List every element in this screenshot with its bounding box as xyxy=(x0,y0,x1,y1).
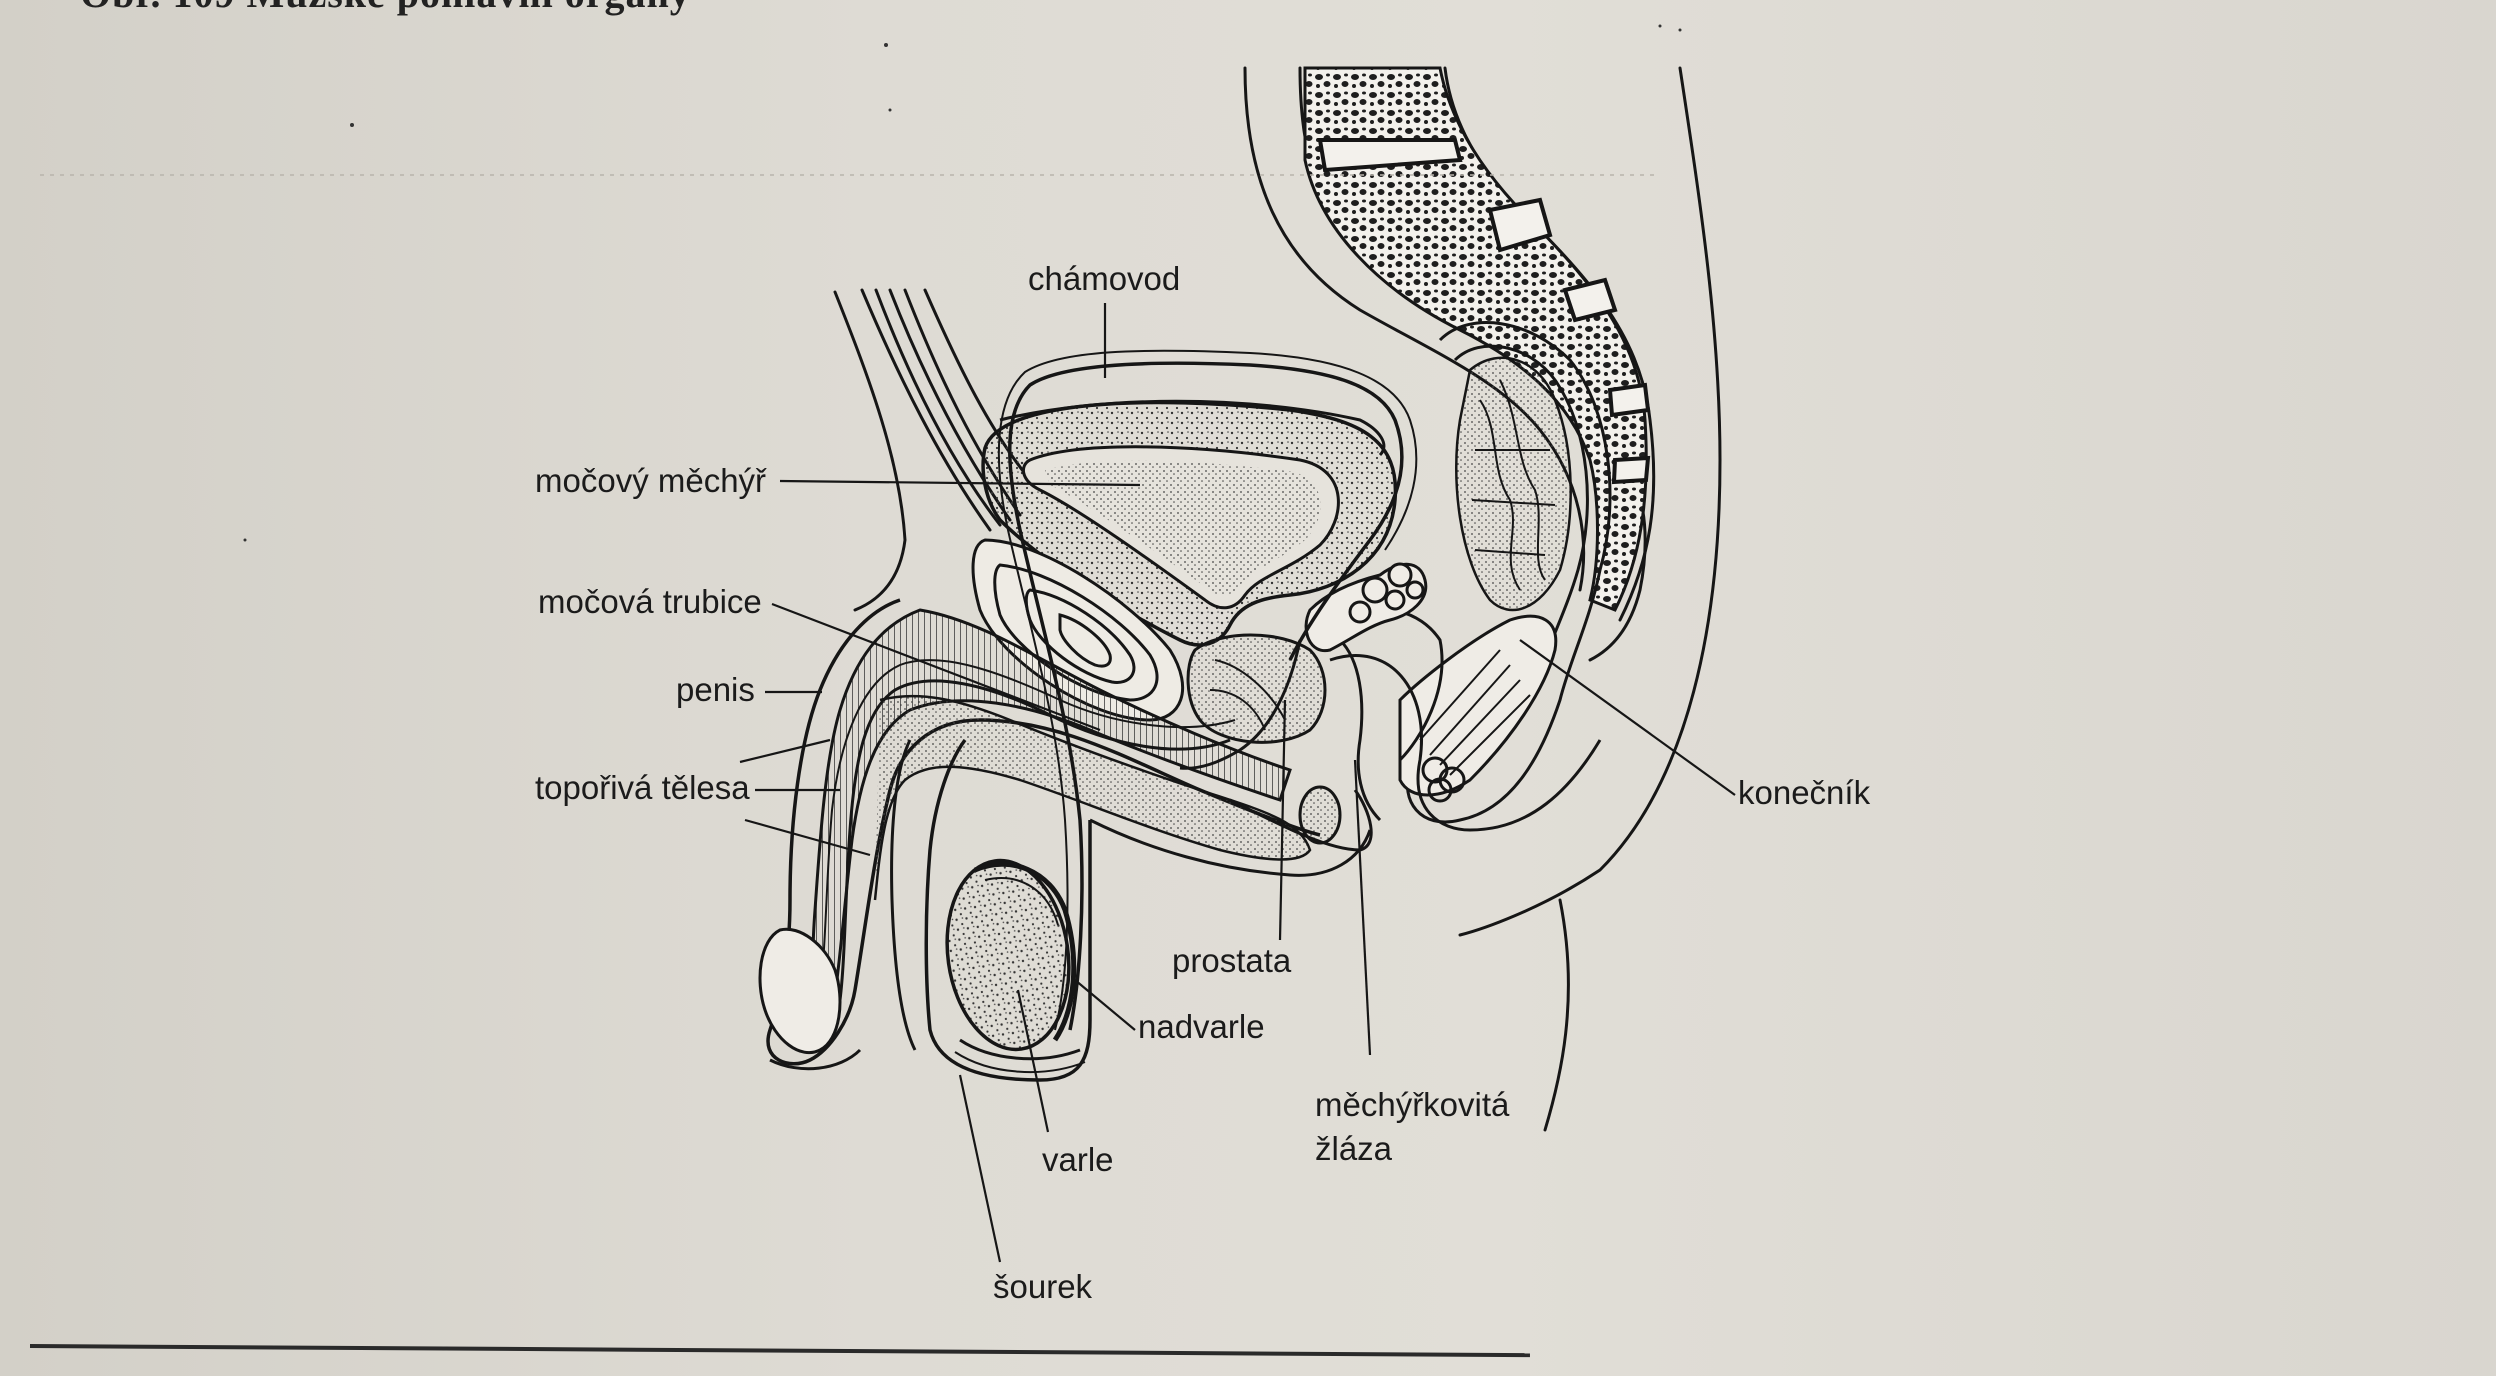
vas-deferens xyxy=(1008,361,1404,1031)
leader-sourek xyxy=(958,1074,1002,1263)
rectum-fill xyxy=(1455,356,1572,612)
leader-varle xyxy=(1016,989,1050,1133)
label-mocovy-mechyr: močový měchýř xyxy=(535,462,767,499)
label-mocova-trubice: močová trubice xyxy=(538,583,762,620)
label-sourek: šourek xyxy=(993,1268,1093,1305)
paper-specks xyxy=(243,24,1682,542)
figure-caption: Obr. 109 Mužské pohlavní orgány xyxy=(80,0,691,17)
abdominal-wall-outline xyxy=(833,290,907,612)
anal-canal xyxy=(1398,614,1558,797)
glans xyxy=(758,927,842,1055)
label-prostata: prostata xyxy=(1172,942,1292,979)
seminal-vesicle xyxy=(1304,562,1428,653)
leader-nadvarle xyxy=(1074,979,1136,1031)
leader-toporiva-3 xyxy=(744,818,871,857)
urethra xyxy=(838,679,1231,1001)
leader-lines xyxy=(739,303,1736,1263)
posterior-body-outline xyxy=(1458,66,1722,937)
leader-mocova-trubice xyxy=(771,602,1101,732)
label-konecnik: konečník xyxy=(1738,774,1871,811)
leader-mocovy-mechyr xyxy=(779,479,1141,487)
label-varle: varle xyxy=(1042,1141,1114,1178)
penis-outline xyxy=(766,598,1321,1066)
label-mechyrkovita-zlaza-2: žláza xyxy=(1315,1130,1393,1167)
label-toporiva-telesa: topořivá tělesa xyxy=(535,769,750,806)
label-mechyrkovita-zlaza-1: měchýřkovitá xyxy=(1315,1086,1510,1123)
leader-toporiva-1 xyxy=(739,738,831,764)
leader-prostata xyxy=(1278,699,1287,941)
label-nadvarle: nadvarle xyxy=(1138,1008,1265,1045)
abdominal-muscle xyxy=(860,288,992,532)
rectum-outline xyxy=(1405,321,1612,824)
leader-konecnik xyxy=(1519,639,1736,796)
epididymis xyxy=(974,861,1077,1042)
leader-mechyrkovita xyxy=(1353,759,1372,1056)
scrotum-outline xyxy=(924,738,1092,1082)
testis xyxy=(945,858,1071,1052)
label-penis: penis xyxy=(676,671,755,708)
label-chamovod: chámovod xyxy=(1028,260,1181,297)
